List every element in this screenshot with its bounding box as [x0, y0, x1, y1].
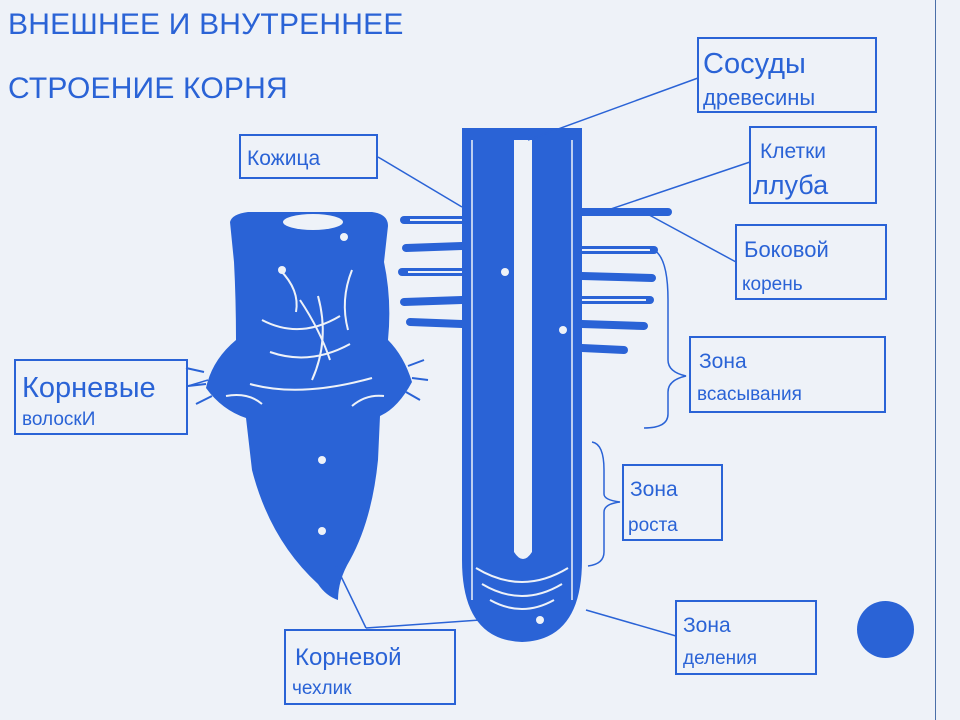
label-root-cap: Корневой чехлик [284, 629, 456, 705]
slide-decoration-circle [857, 601, 914, 658]
label-absorption-zone: Зона всасывания [689, 336, 886, 413]
title-line-1: ВНЕШНЕЕ И ВНУТРЕННЕЕ [8, 8, 404, 41]
label-vessels: Сосуды древесины [697, 37, 877, 113]
label-lateral-root-line2: корень [742, 274, 803, 295]
label-root-hairs: Корневые волоскИ [14, 359, 188, 435]
label-absorption-line2: всасывания [697, 384, 802, 405]
label-bast-line2: ллуба [753, 170, 829, 200]
longitudinal-section-illustration [398, 128, 672, 642]
label-root-cap-line2: чехлик [292, 678, 352, 699]
label-skin-line1: Кожица [247, 147, 321, 170]
label-lateral-root: Боковой корень [735, 224, 887, 300]
label-lateral-root-line1: Боковой [744, 237, 829, 262]
zone-brackets [587, 247, 687, 567]
label-growth-line1: Зона [630, 478, 678, 501]
label-bast-cells: Клетки ллуба [749, 126, 877, 204]
label-bast-line1: Клетки [760, 140, 827, 163]
label-division-line1: Зона [683, 614, 731, 637]
label-vessels-line2: древесины [703, 85, 816, 110]
label-growth-zone: Зона роста [622, 464, 723, 541]
label-root-cap-line1: Корневой [295, 644, 402, 671]
label-root-hairs-line2: волоскИ [22, 409, 96, 430]
label-growth-line2: роста [628, 515, 678, 536]
pointer-lines [187, 77, 751, 637]
label-division-line2: деления [683, 648, 758, 669]
label-root-hairs-line1: Корневые [22, 372, 156, 404]
title-line-2: СТРОЕНИЕ КОРНЯ [8, 72, 288, 105]
label-absorption-line1: Зона [699, 350, 747, 373]
slide-edge-divider [935, 0, 936, 720]
label-vessels-line1: Сосуды [703, 48, 806, 80]
label-division-zone: Зона деления [675, 600, 817, 675]
label-skin: Кожица [239, 134, 378, 179]
external-root-illustration [185, 212, 429, 600]
